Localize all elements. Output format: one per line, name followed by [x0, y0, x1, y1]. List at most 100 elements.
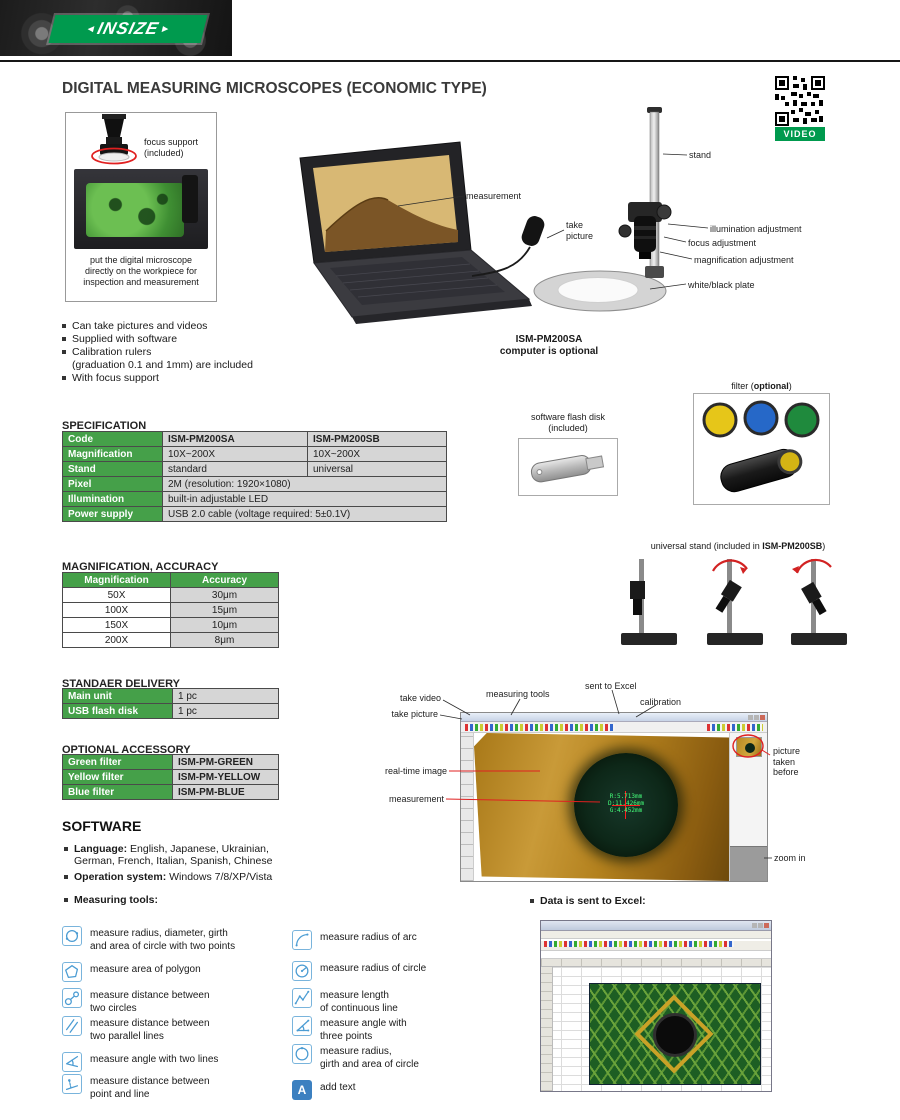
specification-table: Code ISM-PM200SA ISM-PM200SB Magnificati… [62, 431, 447, 522]
accuracy-heading: MAGNIFICATION, ACCURACY [62, 561, 219, 573]
callout-take-picture: take picture [566, 220, 594, 241]
circle-two-points-icon [62, 926, 82, 946]
spec-value: USB 2.0 cable (voltage required: 5±0.1V) [162, 506, 447, 522]
intro-caption: put the digital microscope directly on t… [83, 255, 199, 287]
tool-item: measure radius of arc [292, 930, 460, 950]
cell: 30μm [170, 587, 279, 603]
workpiece-green-pad [86, 183, 184, 237]
focus-support-note: focus support (included) [144, 137, 199, 158]
spec-value: 10X~200X [307, 446, 447, 462]
software-screenshot: R:5.713mm D:11.426mm G:4.452mm [460, 712, 768, 882]
spec-value: standard [162, 461, 308, 477]
angle-three-points-icon [292, 1016, 312, 1036]
logo-text: INSIZE [95, 19, 161, 38]
workpiece-photo [74, 169, 208, 249]
video-badge[interactable]: VIDEO [775, 127, 825, 141]
software-heading: SOFTWARE [62, 818, 142, 834]
cell-label: USB flash disk [62, 703, 173, 719]
bullet-icon [62, 349, 66, 354]
column-header: Magnification [62, 572, 171, 588]
tool-item: measure angle with three points [292, 1016, 460, 1043]
tool-item: measure radius of circle [292, 961, 460, 981]
feature-item: Calibration rulers [62, 346, 151, 358]
screenshot-titlebar [461, 713, 767, 722]
flash-disk-label: software flash disk (included) [530, 412, 606, 433]
angle-two-lines-icon [62, 1052, 82, 1072]
measured-circle: R:5.713mm D:11.426mm G:4.452mm [574, 753, 678, 857]
feature-item-continuation: (graduation 0.1 and 1mm) are included [72, 359, 253, 371]
green-filter-icon [784, 402, 820, 438]
tool-item: measure radius, girth and area of circle [292, 1044, 460, 1071]
crosshair-icon [612, 805, 640, 806]
picture-thumbnail[interactable] [735, 737, 762, 757]
callout-focus-adjustment: focus adjustment [688, 238, 757, 248]
tool-item: measure angle with two lines [62, 1052, 290, 1072]
excel-column-headers [541, 959, 771, 967]
toolbar-icons-right[interactable] [707, 724, 763, 731]
continuous-line-icon [292, 988, 312, 1008]
blue-filter-icon [743, 400, 779, 436]
cell-label: Green filter [62, 754, 173, 770]
tool-label: measure distance between point and line [90, 1076, 210, 1100]
cell: 10μm [170, 617, 279, 633]
screenshot-toolbar[interactable] [461, 722, 767, 733]
feature-item: Supplied with software [62, 333, 177, 345]
excel-grid[interactable] [541, 967, 771, 1091]
cell-label: Main unit [62, 688, 173, 704]
stand-illustration [533, 107, 672, 312]
tool-item: A add text [292, 1080, 460, 1100]
feature-item: Can take pictures and videos [62, 320, 207, 332]
os-line: Operation system: Windows 7/8/XP/Vista [62, 871, 272, 883]
cell: 15μm [170, 602, 279, 618]
tool-item: measure area of polygon [62, 962, 290, 982]
logo-arrow-left-icon: ◄ [84, 23, 97, 35]
excel-menubar[interactable] [541, 931, 771, 939]
screenshot-left-toolbar[interactable] [461, 733, 474, 881]
two-circles-icon [62, 988, 82, 1008]
excel-formula-bar[interactable] [541, 951, 771, 959]
zoom-area[interactable] [730, 846, 767, 881]
tool-label: measure area of polygon [90, 964, 201, 975]
callout-picture-taken-before: picture taken before [773, 746, 801, 777]
tool-label: measure radius, girth and area of circle [320, 1046, 419, 1070]
excel-toolbar[interactable] [541, 941, 771, 951]
real-time-image-area: R:5.713mm D:11.426mm G:4.452mm [474, 733, 729, 881]
pcb-hole [653, 1013, 697, 1057]
spec-value: ISM-PM200SB [307, 431, 447, 447]
tool-label: measure distance between two parallel li… [90, 1018, 210, 1042]
toolbar-icons[interactable] [544, 941, 734, 947]
callout-sent-to-excel: sent to Excel [585, 681, 637, 691]
hero-model-note: computer is optional [499, 346, 599, 357]
toolbar-icons[interactable] [465, 724, 615, 731]
cell: 8μm [170, 632, 279, 648]
thumbnail-circle [744, 743, 755, 753]
focus-support-highlight-circle [91, 147, 137, 165]
filter-photo [693, 393, 830, 505]
add-text-icon: A [292, 1080, 312, 1100]
measurement-readout: R:5.713mm D:11.426mm G:4.452mm [607, 793, 645, 814]
callout-white-black-plate: white/black plate [688, 280, 755, 290]
spec-value: built-in adjustable LED [162, 491, 447, 507]
bullet-icon [62, 336, 66, 341]
handheld-microscope [471, 216, 545, 277]
arc-icon [292, 930, 312, 950]
qr-code-icon [775, 76, 825, 126]
bullet-icon [64, 897, 68, 902]
window-buttons-icon[interactable] [748, 715, 765, 720]
circle-radius-icon [292, 961, 312, 981]
cell-value: 1 pc [172, 688, 279, 704]
filter-holder [720, 448, 803, 493]
excel-screenshot [540, 920, 772, 1092]
spec-value: ISM-PM200SA [162, 431, 308, 447]
window-buttons-icon[interactable] [752, 923, 769, 928]
hero-model: ISM-PM200SA [515, 334, 583, 345]
hero-callout-lines [397, 153, 709, 290]
callout-measuring-tools: measuring tools [486, 689, 550, 699]
screenshot-right-panel [729, 733, 767, 881]
cell-value: ISM-PM-BLUE [172, 784, 279, 800]
universal-stand-photo [615, 553, 865, 659]
circle-girth-icon [292, 1044, 312, 1064]
